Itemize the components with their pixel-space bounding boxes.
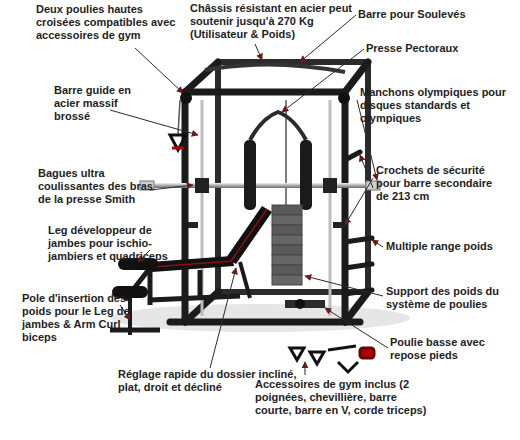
leader-lines <box>325 308 388 348</box>
pec-deck <box>250 112 306 140</box>
leader-lines <box>305 362 306 375</box>
smith-bar <box>140 178 380 193</box>
smith-bar <box>195 178 209 193</box>
safety-hooks <box>188 222 343 228</box>
guide-rods <box>329 100 332 316</box>
front-frame <box>170 319 360 326</box>
front-frame <box>345 292 368 322</box>
front-frame <box>185 62 218 92</box>
front-frame <box>182 92 189 322</box>
front-frame <box>185 89 345 96</box>
weight-stack <box>272 255 302 265</box>
leader-lines <box>110 15 388 375</box>
leader-lines <box>135 48 183 93</box>
bench <box>198 270 203 300</box>
callout-label: Bagues ultra coulissantes des bras de la… <box>38 167 168 206</box>
callout-label: Poulie basse avec repose pieds <box>390 336 505 362</box>
weight-stack <box>272 265 302 275</box>
callout-label: Barre pour Soulevés <box>358 8 508 21</box>
bench <box>240 262 250 298</box>
accessories <box>328 346 356 350</box>
callout-label: Multiple range poids <box>386 240 516 253</box>
pec-deck <box>300 140 312 210</box>
leader-lines <box>360 155 373 188</box>
weight-stack <box>272 215 302 225</box>
accessories <box>310 352 324 364</box>
weight-stack <box>272 225 302 235</box>
floor-shadow <box>110 304 410 332</box>
bench <box>231 209 267 261</box>
weight-stack <box>272 205 302 215</box>
safety-hooks <box>333 222 343 228</box>
low-pulley <box>295 299 305 309</box>
accessories <box>290 346 374 372</box>
callout-label: Châssis résistant en acier peut soutenir… <box>190 2 355 41</box>
callout-label: Presse Pectoraux <box>366 42 506 55</box>
weight-pegs <box>345 264 372 268</box>
callout-label: Leg développeur de jambes pour ischio-ja… <box>48 224 180 263</box>
callout-label: Deux poulies hautes croisées compatibles… <box>36 3 186 42</box>
guide-rods <box>202 100 330 316</box>
callout-label: Manchons olympiques pour disques standar… <box>360 86 515 125</box>
pull-up-bar <box>205 64 345 72</box>
weight-stack <box>272 235 302 245</box>
weight-pegs <box>345 152 360 160</box>
leader-lines <box>372 240 383 247</box>
bench <box>148 270 153 305</box>
pec-deck <box>244 112 312 210</box>
weight-pegs <box>345 238 372 242</box>
callout-label: Pole d'insertion des poids pour le Leg d… <box>22 292 132 344</box>
safety-hooks <box>188 222 198 228</box>
leader-lines <box>150 185 193 190</box>
floor-shadow <box>110 304 410 332</box>
high-pulleys <box>170 135 186 150</box>
leader-lines <box>345 178 373 225</box>
accessories <box>360 348 374 358</box>
leader-lines <box>305 276 383 296</box>
accessories <box>290 348 304 360</box>
weight-pegs <box>345 152 372 294</box>
high-pulleys <box>180 92 192 104</box>
low-pulley <box>285 300 325 308</box>
bench <box>150 296 240 300</box>
callout-label: Barre guide en acier massif brossé <box>54 84 146 123</box>
leader-lines <box>255 44 262 60</box>
bench <box>226 206 272 264</box>
weight-stack <box>272 275 302 285</box>
callout-label: Support des poids du système de poulies <box>386 285 506 311</box>
low-pulley <box>285 299 325 309</box>
pull-up-bar <box>205 64 345 72</box>
front-frame <box>170 62 368 322</box>
high-pulleys <box>172 147 184 150</box>
guide-rods <box>201 100 204 316</box>
front-frame <box>342 92 349 322</box>
leader-lines <box>110 110 198 135</box>
bench <box>150 206 272 305</box>
high-pulleys <box>338 92 350 104</box>
weight-stack <box>272 205 302 285</box>
smith-bar <box>323 178 337 193</box>
leader-lines <box>282 49 364 112</box>
accessories <box>338 362 358 372</box>
high-pulleys <box>170 92 350 205</box>
weight-stack <box>272 245 302 255</box>
pec-deck <box>244 140 256 210</box>
leader-lines <box>210 268 236 368</box>
callout-label: Accessoires de gym inclus (2 poignées, c… <box>255 378 435 417</box>
callout-label: Crochets de sécurité pour barre secondai… <box>376 164 506 203</box>
